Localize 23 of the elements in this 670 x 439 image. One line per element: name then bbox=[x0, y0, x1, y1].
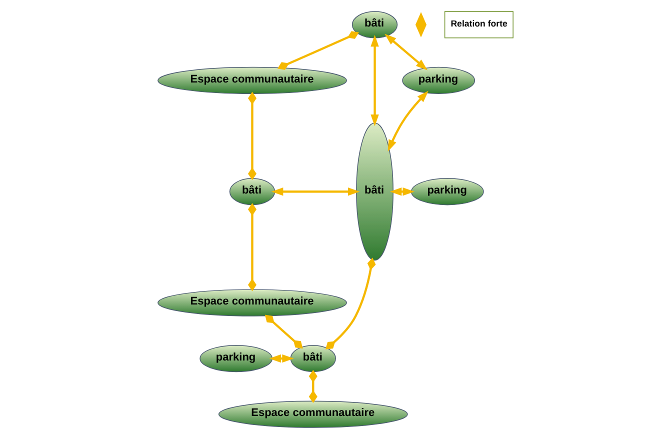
arrow bbox=[384, 34, 428, 70]
node-ellipse: bâti bbox=[351, 11, 398, 38]
connector bbox=[276, 31, 359, 70]
arrow bbox=[270, 188, 360, 196]
connector bbox=[264, 314, 302, 349]
arrow bbox=[387, 90, 428, 152]
node-ellipse: parking bbox=[199, 344, 272, 372]
connector bbox=[248, 92, 256, 180]
node-ellipse: parking bbox=[410, 178, 484, 206]
arrow bbox=[268, 354, 294, 363]
node-ellipse: bâti bbox=[290, 344, 336, 372]
node-ellipse: Espace communautaire bbox=[218, 400, 408, 428]
arrow bbox=[370, 34, 378, 126]
node-ellipse: bâti bbox=[356, 122, 393, 261]
connector bbox=[308, 370, 317, 404]
node-ellipse: parking bbox=[402, 66, 475, 94]
legend-label: Relation forte bbox=[450, 18, 507, 28]
node-ellipse: Espace communautaire bbox=[157, 289, 346, 316]
connector bbox=[324, 258, 376, 350]
connector bbox=[248, 202, 256, 292]
node-ellipse: Espace communautaire bbox=[157, 66, 346, 94]
arrow bbox=[389, 188, 414, 196]
node-ellipse: bâti bbox=[228, 178, 275, 206]
